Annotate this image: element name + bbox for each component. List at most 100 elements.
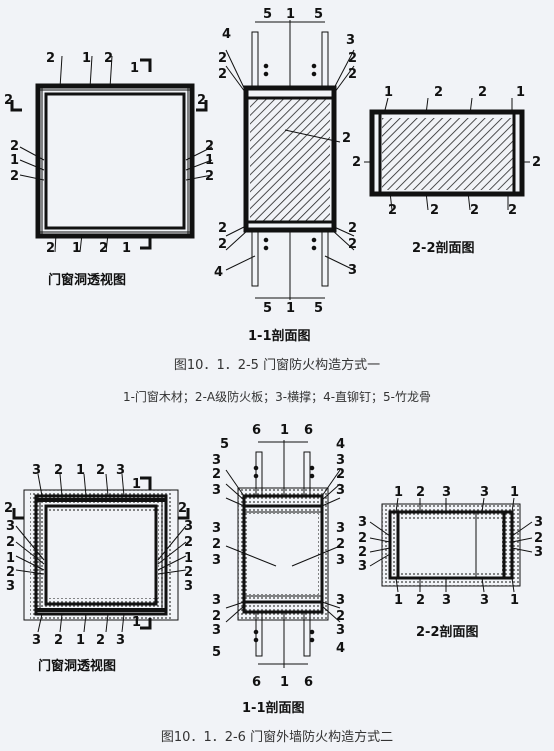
svg-text:1: 1 xyxy=(184,551,193,566)
fig2-perspective xyxy=(12,473,190,633)
svg-text:4: 4 xyxy=(222,27,231,42)
svg-text:3: 3 xyxy=(336,553,345,568)
svg-text:1: 1 xyxy=(280,423,289,438)
svg-text:1: 1 xyxy=(130,61,139,76)
svg-text:2: 2 xyxy=(218,51,227,66)
svg-text:1: 1 xyxy=(76,633,85,648)
svg-text:1: 1 xyxy=(510,485,519,500)
svg-text:3: 3 xyxy=(336,521,345,536)
svg-text:3: 3 xyxy=(184,579,193,594)
svg-text:2: 2 xyxy=(178,501,187,516)
svg-text:1: 1 xyxy=(132,615,141,630)
svg-text:2: 2 xyxy=(434,85,443,100)
svg-text:2: 2 xyxy=(416,485,425,500)
svg-text:2: 2 xyxy=(54,633,63,648)
svg-text:2: 2 xyxy=(4,501,13,516)
svg-text:3: 3 xyxy=(6,579,15,594)
svg-text:3: 3 xyxy=(534,515,543,530)
svg-text:5: 5 xyxy=(263,7,272,22)
svg-text:2: 2 xyxy=(218,67,227,82)
svg-text:2: 2 xyxy=(96,633,105,648)
svg-text:2: 2 xyxy=(218,237,227,252)
svg-text:3: 3 xyxy=(336,593,345,608)
svg-text:2: 2 xyxy=(358,531,367,546)
svg-text:2: 2 xyxy=(6,565,15,580)
svg-text:3: 3 xyxy=(358,559,367,574)
svg-text:1: 1 xyxy=(394,593,403,608)
svg-text:2: 2 xyxy=(46,51,55,66)
svg-text:2: 2 xyxy=(46,241,55,256)
svg-text:2: 2 xyxy=(348,237,357,252)
svg-text:3: 3 xyxy=(32,633,41,648)
svg-text:2: 2 xyxy=(388,203,397,218)
svg-text:2: 2 xyxy=(342,131,351,146)
svg-text:2: 2 xyxy=(336,537,345,552)
fig1-caption: 图10．1．2-5 门窗防火构造方式一 xyxy=(173,358,381,373)
svg-text:2: 2 xyxy=(6,535,15,550)
svg-text:2: 2 xyxy=(212,467,221,482)
svg-text:3: 3 xyxy=(336,453,345,468)
svg-text:5: 5 xyxy=(263,301,272,316)
svg-text:1: 1 xyxy=(76,463,85,478)
svg-text:3: 3 xyxy=(348,263,357,278)
fig2-section22 xyxy=(369,497,533,593)
svg-text:2: 2 xyxy=(10,139,19,154)
fig1-section22-labels: 1 2 2 1 2 2 2 2 2 2 2-2剖面图 xyxy=(352,85,541,256)
svg-text:1: 1 xyxy=(205,153,214,168)
svg-text:4: 4 xyxy=(336,437,345,452)
svg-text:3: 3 xyxy=(32,463,41,478)
svg-text:3: 3 xyxy=(442,593,451,608)
svg-text:1: 1 xyxy=(286,7,295,22)
svg-text:3: 3 xyxy=(212,553,221,568)
svg-text:4: 4 xyxy=(336,641,345,656)
svg-text:6: 6 xyxy=(304,423,313,438)
svg-text:2: 2 xyxy=(218,221,227,236)
svg-text:2: 2 xyxy=(205,169,214,184)
fig2-perspective-labels: 3 2 1 2 3 1 2 2 3 2 1 2 3 3 2 1 2 3 3 2 … xyxy=(4,463,193,674)
svg-text:2: 2 xyxy=(96,463,105,478)
svg-text:5: 5 xyxy=(314,7,323,22)
fig2-section11 xyxy=(225,440,341,668)
svg-text:2: 2 xyxy=(336,467,345,482)
svg-text:1: 1 xyxy=(516,85,525,100)
svg-text:2: 2 xyxy=(430,203,439,218)
svg-text:2: 2 xyxy=(336,609,345,624)
svg-text:2: 2 xyxy=(197,93,206,108)
svg-text:3: 3 xyxy=(212,483,221,498)
svg-text:6: 6 xyxy=(304,675,313,690)
svg-text:3: 3 xyxy=(212,623,221,638)
svg-text:2: 2 xyxy=(212,537,221,552)
svg-text:3: 3 xyxy=(116,463,125,478)
svg-text:2: 2 xyxy=(534,531,543,546)
svg-text:1: 1 xyxy=(122,241,131,256)
svg-text:3: 3 xyxy=(534,545,543,560)
svg-text:1: 1 xyxy=(132,477,141,492)
svg-text:2: 2 xyxy=(348,67,357,82)
fig1-section11 xyxy=(225,20,355,300)
svg-text:2: 2 xyxy=(54,463,63,478)
svg-text:4: 4 xyxy=(214,265,223,280)
fig2-section11-title: 1-1剖面图 xyxy=(242,700,305,716)
svg-text:2: 2 xyxy=(358,545,367,560)
svg-text:1: 1 xyxy=(510,593,519,608)
svg-text:5: 5 xyxy=(220,437,229,452)
svg-text:3: 3 xyxy=(336,483,345,498)
svg-text:2: 2 xyxy=(104,51,113,66)
fig2-section22-title: 2-2剖面图 xyxy=(416,624,479,640)
svg-text:3: 3 xyxy=(480,485,489,500)
svg-text:3: 3 xyxy=(184,519,193,534)
svg-text:6: 6 xyxy=(252,423,261,438)
svg-text:2: 2 xyxy=(99,241,108,256)
svg-text:3: 3 xyxy=(6,519,15,534)
svg-text:1: 1 xyxy=(72,241,81,256)
svg-text:2: 2 xyxy=(352,155,361,170)
fig1-perspective xyxy=(10,55,213,253)
fig2-section22-labels: 1 2 3 3 1 3 2 2 3 3 2 3 1 2 3 3 1 2-2剖面图 xyxy=(358,485,543,640)
fig1-section22-title: 2-2剖面图 xyxy=(412,240,475,256)
svg-text:2: 2 xyxy=(212,609,221,624)
svg-text:5: 5 xyxy=(314,301,323,316)
svg-text:3: 3 xyxy=(346,33,355,48)
svg-text:2: 2 xyxy=(478,85,487,100)
svg-text:1: 1 xyxy=(82,51,91,66)
svg-text:1: 1 xyxy=(286,301,295,316)
